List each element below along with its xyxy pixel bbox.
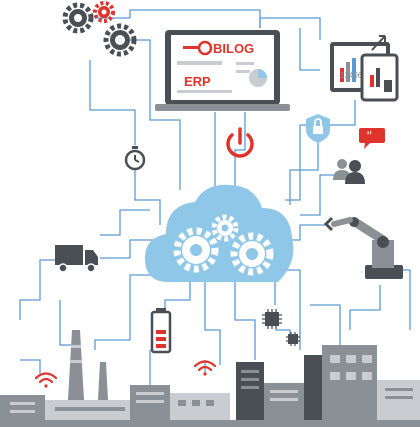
trend-arrow-icon <box>371 35 386 51</box>
gear-icon <box>93 1 115 23</box>
tablet-counter: 13406 <box>340 71 363 80</box>
wifi-icon <box>193 360 217 376</box>
wifi-icon <box>34 372 58 388</box>
svg-text:": " <box>366 128 373 142</box>
robot-arm-icon <box>323 216 403 279</box>
laptop: BILOG ERP <box>155 30 290 111</box>
laptop-logo-text: BILOG <box>213 41 254 56</box>
gear-icon <box>211 214 239 242</box>
chip-icon <box>286 332 300 346</box>
chip-icon <box>262 309 282 329</box>
power-icon <box>226 127 254 158</box>
factory-icon <box>0 330 420 427</box>
connection-lines <box>19 9 411 385</box>
gear-icon <box>62 2 94 34</box>
pie-chart-icon <box>249 69 267 87</box>
gear-icon <box>103 23 137 57</box>
lock-shield-icon <box>306 114 330 143</box>
stopwatch-icon <box>124 146 146 171</box>
tablet-device: 13406 <box>330 35 399 102</box>
battery-icon <box>150 308 172 354</box>
gear-icon <box>173 227 219 273</box>
chat-bubble-icon: " <box>359 128 385 149</box>
gear-icon <box>230 232 274 276</box>
truck-icon <box>55 245 98 273</box>
laptop-product-label: ERP <box>184 74 211 89</box>
users-icon <box>333 159 365 184</box>
cloud-icon <box>145 184 294 282</box>
